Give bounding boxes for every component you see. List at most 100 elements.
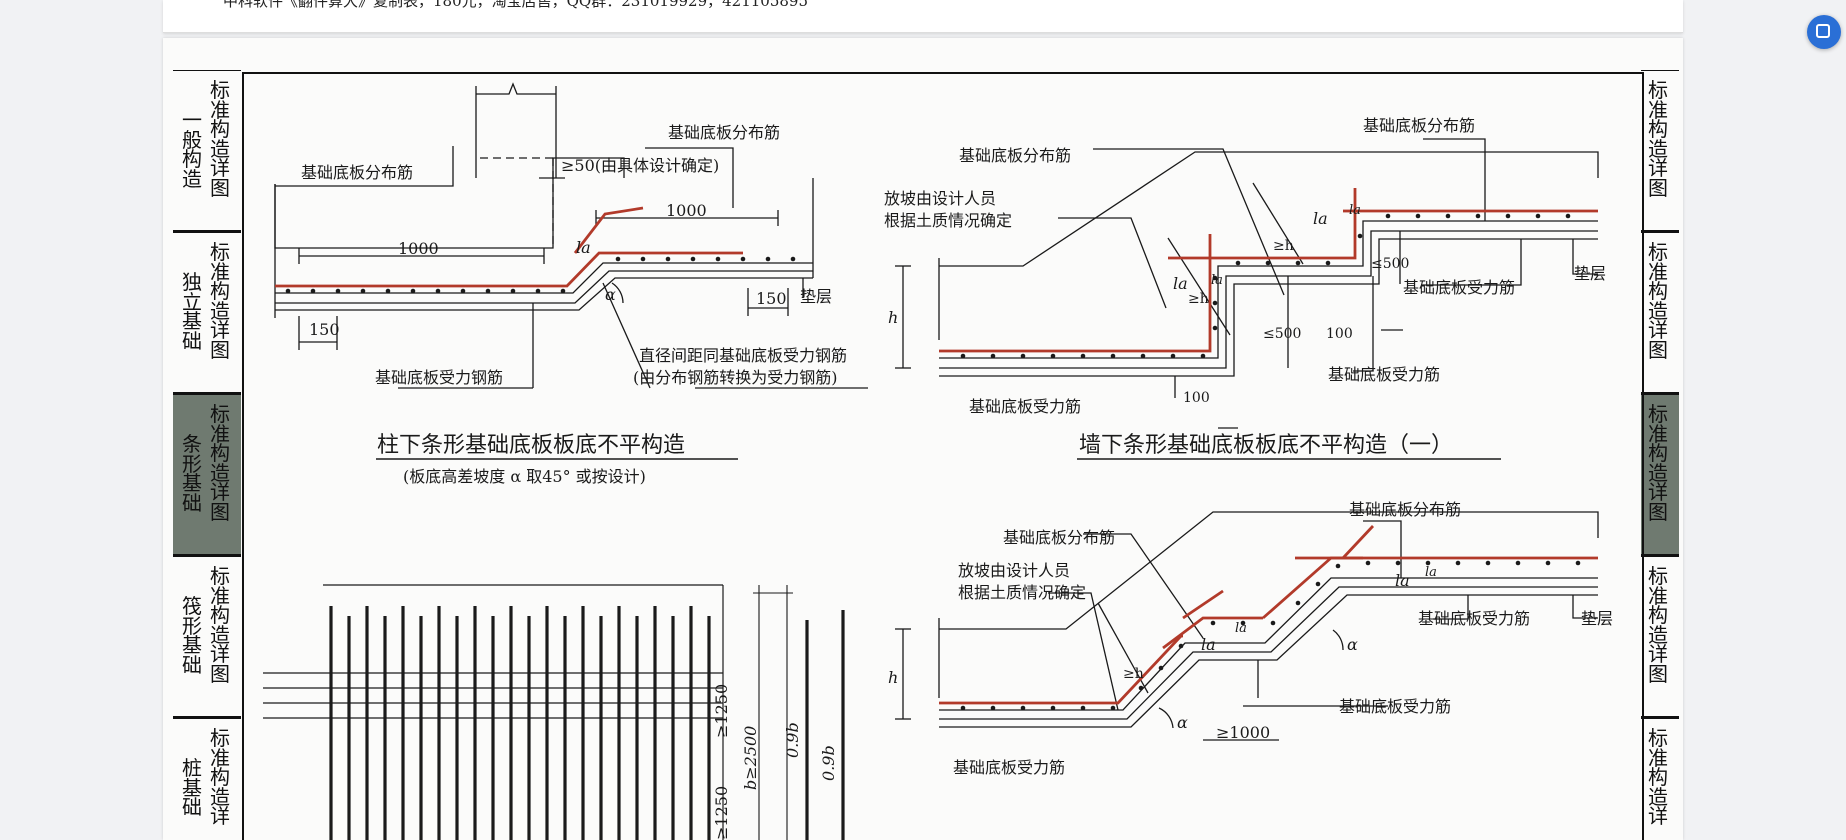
d1-dim-150-b: 150 (756, 289, 787, 308)
left-tab-pile[interactable]: 桩基础 标准构造详 (173, 718, 241, 840)
drawing-sheet: 基础底板分布筋 基础底板分布筋 ≥50(由具体设计确定) 1000 1000 1… (263, 82, 1613, 840)
d3-dim-ge1250-b: ≥1250 (712, 786, 731, 840)
d3-dim-09b-a: 0.9b (783, 722, 802, 758)
previous-page-strip: 中科软件《翻件算大》复制表，180元，淘宝店售，QQ群：231019929，42… (163, 0, 1683, 33)
right-tab-2-label: 标准构造详图 (1648, 240, 1668, 362)
d4-la-4: la (1425, 565, 1437, 580)
rebar-dots-wall-strip (960, 213, 1571, 359)
right-tab-4-label: 标准构造详图 (1648, 564, 1668, 686)
d4-main-label-b: 基础底板受力筋 (1339, 697, 1451, 716)
d2-cushion-label: 垫层 (1574, 264, 1606, 283)
right-chapter-tabs: 标准构造详图 标准构造详图 标准构造详图 标准构造详图 标准构造详 (1641, 70, 1679, 840)
rebar-wall-strip-2 (939, 525, 1598, 705)
d2-geh-2: ≥h (1273, 238, 1294, 254)
d4-main-label-c: 基础底板受力筋 (953, 758, 1065, 777)
left-tab-general-title: 一般构造 (182, 108, 202, 191)
right-tab-3[interactable]: 标准构造详图 (1641, 394, 1679, 556)
drawing-wall-strip-footing-2 (895, 511, 1599, 741)
d4-dist-label-b: 基础底板分布筋 (1349, 500, 1461, 519)
d1-title: 柱下条形基础底板板底不平构造 (377, 433, 685, 458)
d4-la-1: la (1201, 635, 1216, 654)
d4-la-3: la (1395, 571, 1410, 590)
d3-dim-09b-b: 0.9b (819, 745, 838, 781)
right-tab-1[interactable]: 标准构造详图 (1641, 70, 1679, 232)
d2-dist-label-b: 基础底板分布筋 (1363, 116, 1475, 135)
d1-ge50-label: ≥50(由具体设计确定) (561, 156, 719, 175)
right-tab-3-label: 标准构造详图 (1648, 402, 1668, 524)
d1-dist-label-top: 基础底板分布筋 (668, 123, 780, 142)
d4-geh-label: ≥h (1123, 666, 1144, 682)
d2-la-1: la (1173, 274, 1188, 293)
d1-dim-150-a: 150 (309, 320, 340, 339)
right-tab-5-label: 标准构造详 (1648, 726, 1668, 829)
translate-icon (1816, 24, 1830, 38)
d1-dim-1000-a: 1000 (398, 239, 439, 258)
left-chapter-tabs: 一般构造 标准构造详图 独立基础 标准构造详图 条形基础 标准构造详图 筏形基础… (173, 70, 241, 840)
d2-main-label-c: 基础底板受力筋 (969, 397, 1081, 416)
floating-translate-button[interactable] (1807, 15, 1841, 49)
previous-page-text: 中科软件《翻件算大》复制表，180元，淘宝店售，QQ群：231019929，42… (223, 0, 809, 10)
right-tab-5[interactable]: 标准构造详 (1641, 718, 1679, 840)
d3-dim-ge1250-a: ≥1250 (712, 684, 731, 738)
right-tab-2[interactable]: 标准构造详图 (1641, 232, 1679, 394)
right-tab-4[interactable]: 标准构造详图 (1641, 556, 1679, 718)
d4-dist-label-a: 基础底板分布筋 (1003, 528, 1115, 547)
d2-la-3: la (1313, 209, 1328, 228)
left-tab-strip-sub: 标准构造详图 (210, 402, 230, 524)
left-tab-isolated[interactable]: 独立基础 标准构造详图 (173, 232, 241, 394)
rebar-wall-strip (939, 188, 1598, 353)
drawing-rebar-grid (263, 584, 845, 840)
d2-la-4: la (1349, 203, 1361, 218)
left-tab-raft-sub: 标准构造详图 (210, 564, 230, 686)
drawing-column-strip-footing (274, 82, 868, 389)
left-tab-isolated-title: 独立基础 (182, 270, 202, 353)
d2-dim-100-a: 100 (1326, 326, 1353, 342)
d4-slope-line1: 放坡由设计人员 (958, 561, 1070, 580)
d4-alpha-2: α (1347, 635, 1358, 654)
d1-subtitle: (板底高差坡度 α 取45° 或按设计) (403, 467, 646, 486)
d2-la-2: la (1211, 273, 1223, 288)
left-tab-general-sub: 标准构造详图 (210, 78, 230, 200)
d2-geh-1: ≥h (1188, 291, 1209, 307)
rebar-column-strip (275, 206, 743, 288)
drawing-frame (242, 72, 1644, 840)
d2-slope-line2: 根据土质情况确定 (884, 211, 1012, 230)
d2-le500-a: ≤500 (1263, 326, 1301, 342)
d1-note-line2: (由分布钢筋转换为受力钢筋) (633, 368, 838, 387)
d2-dist-label-a: 基础底板分布筋 (959, 146, 1071, 165)
d4-slope-line2: 根据土质情况确定 (958, 583, 1086, 602)
left-tab-general[interactable]: 一般构造 标准构造详图 (173, 70, 241, 232)
left-tab-raft[interactable]: 筏形基础 标准构造详图 (173, 556, 241, 718)
d4-main-label-a: 基础底板受力筋 (1418, 609, 1530, 628)
drawing-wall-strip-footing (895, 138, 1599, 429)
d2-dim-100-b: 100 (1183, 390, 1210, 406)
d2-h-label: h (888, 308, 898, 327)
d3-dim-b2500: b≥2500 (741, 726, 760, 790)
d1-cushion-label: 垫层 (800, 287, 832, 306)
rebar-dots-column-strip (285, 256, 796, 294)
document-page: 一般构造 标准构造详图 独立基础 标准构造详图 条形基础 标准构造详图 筏形基础… (163, 38, 1683, 840)
d1-note-line1: 直径间距同基础底板受力钢筋 (639, 346, 847, 365)
left-tab-strip[interactable]: 条形基础 标准构造详图 (173, 394, 241, 556)
d2-main-label-b: 基础底板受力筋 (1328, 365, 1440, 384)
d4-la-2: la (1235, 621, 1247, 636)
left-tab-pile-title: 桩基础 (182, 756, 202, 820)
d4-alpha-1: α (1177, 713, 1188, 732)
d4-h-label: h (888, 668, 898, 687)
d1-alpha-label: α (605, 285, 616, 304)
d2-le500-b: ≤500 (1371, 256, 1409, 272)
right-tab-1-label: 标准构造详图 (1648, 78, 1668, 200)
d2-slope-line1: 放坡由设计人员 (884, 189, 996, 208)
d2-main-label-a: 基础底板受力筋 (1403, 278, 1515, 297)
d1-dim-1000-b: 1000 (666, 201, 707, 220)
d2-title: 墙下条形基础底板板底不平构造（一） (1079, 433, 1453, 458)
d1-dist-label-left: 基础底板分布筋 (301, 163, 413, 182)
left-tab-strip-title: 条形基础 (182, 432, 202, 515)
d4-dim-ge1000: ≥1000 (1216, 723, 1270, 742)
d1-main-rebar-label: 基础底板受力钢筋 (375, 368, 503, 387)
rebar-dots-wall-strip-2 (960, 560, 1581, 711)
d1-la-label: la (576, 238, 591, 257)
left-tab-raft-title: 筏形基础 (182, 594, 202, 677)
left-tab-isolated-sub: 标准构造详图 (210, 240, 230, 362)
d4-cushion-label: 垫层 (1581, 609, 1613, 628)
